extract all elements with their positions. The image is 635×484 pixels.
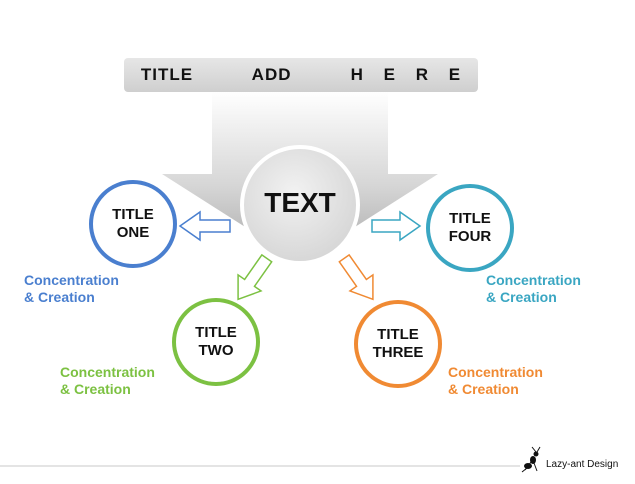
node-one-caption-line-2: & Creation — [24, 289, 95, 305]
node-two-line-1: TITLE — [195, 324, 237, 341]
node-three-line-2: THREE — [372, 344, 424, 361]
node-three-caption-line-2: & Creation — [448, 381, 519, 397]
node-three-caption-line-1: Concentration — [448, 364, 543, 380]
node-three-label: TITLE THREE — [358, 326, 438, 362]
title-banner — [124, 58, 478, 92]
arrow-down-left-icon — [237, 253, 273, 301]
node-four-circle — [426, 184, 514, 272]
node-three-line-1: TITLE — [377, 326, 419, 343]
node-four-caption-line-1: Concentration — [486, 272, 581, 288]
arrow-left-icon — [178, 210, 231, 242]
arrow-down-right-icon — [338, 253, 374, 301]
node-one-line-2: ONE — [116, 224, 150, 241]
page-title: TITLE ADD H E R E — [140, 65, 462, 84]
node-one-line-1: TITLE — [112, 206, 154, 223]
center-circle — [240, 145, 360, 265]
node-two-line-2: TWO — [198, 342, 234, 359]
node-two-label: TITLE TWO — [176, 324, 256, 360]
node-three-caption: Concentration & Creation — [448, 364, 543, 398]
node-four-caption: Concentration & Creation — [486, 272, 581, 306]
ant-logo-icon — [521, 446, 541, 473]
node-three-circle — [354, 300, 442, 388]
node-one-caption: Concentration & Creation — [24, 272, 119, 306]
node-four-line-1: TITLE — [449, 210, 491, 227]
node-four-caption-line-2: & Creation — [486, 289, 557, 305]
node-four-label: TITLE FOUR — [430, 210, 510, 246]
node-two-caption-line-1: Concentration — [60, 364, 155, 380]
arrow-right-icon — [371, 210, 422, 242]
footer-brand: Lazy-ant Design — [546, 459, 619, 470]
node-two-circle — [172, 298, 260, 386]
node-one-circle — [89, 180, 177, 268]
node-four-line-2: FOUR — [448, 228, 492, 245]
center-label: TEXT — [264, 187, 336, 218]
node-one-label: TITLE ONE — [93, 206, 173, 242]
node-two-caption-line-2: & Creation — [60, 381, 131, 397]
node-two-caption: Concentration & Creation — [60, 364, 155, 398]
node-one-caption-line-1: Concentration — [24, 272, 119, 288]
